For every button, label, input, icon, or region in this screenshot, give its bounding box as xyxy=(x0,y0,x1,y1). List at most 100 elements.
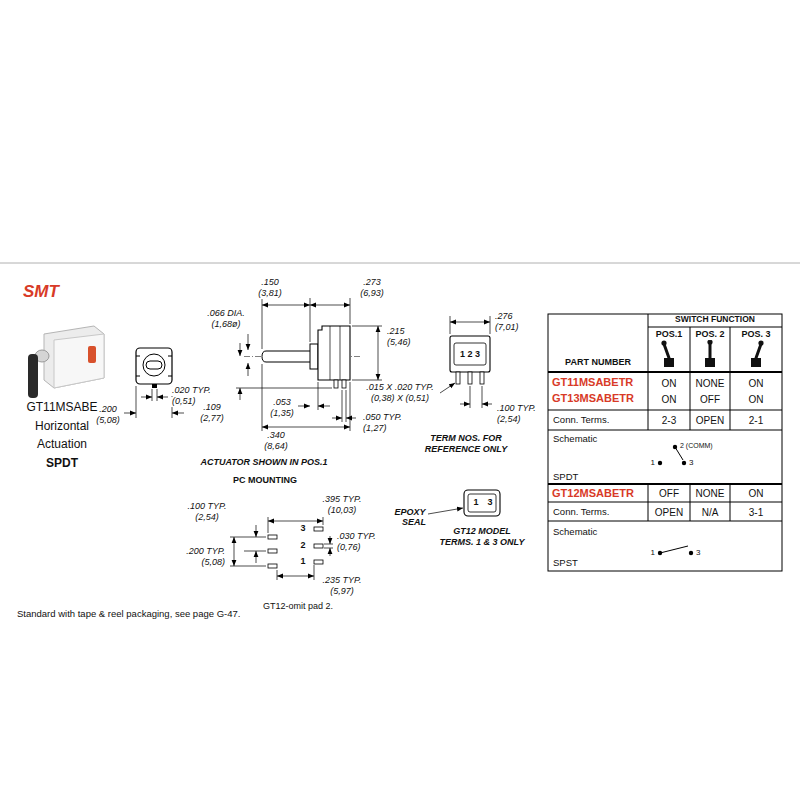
dimension-arrow xyxy=(346,418,356,419)
dimension-line xyxy=(268,521,323,522)
dimension-text: (1,27) xyxy=(362,424,388,434)
dimension-text: (10,03) xyxy=(327,506,358,516)
row-label: Conn. Terms. xyxy=(552,507,610,517)
table-cell: ON xyxy=(661,394,678,405)
toggle-lever xyxy=(709,343,712,358)
dimension-text: .273 xyxy=(362,278,382,288)
table-cell: OPEN xyxy=(695,415,725,426)
terminal-number: 1 xyxy=(472,498,479,508)
section-title: PC MOUNTING xyxy=(232,476,298,486)
dimension-text: .200 xyxy=(98,405,118,415)
toggle-lever xyxy=(756,344,761,358)
toggle-knob xyxy=(758,340,763,345)
housing-recess xyxy=(454,343,486,365)
red-marker xyxy=(88,346,96,363)
note-text: GT12 MODEL xyxy=(452,527,512,537)
pad-number: 3 xyxy=(299,524,306,534)
solder-pad xyxy=(314,527,323,531)
table-cell: 2-1 xyxy=(748,415,764,426)
part-number: GT12MSABETR xyxy=(551,487,635,499)
contact-dot xyxy=(689,551,693,555)
dimension-text: .340 xyxy=(266,431,286,441)
extension-lines xyxy=(230,517,333,580)
table-cell: ON xyxy=(748,378,765,389)
housing-detail xyxy=(330,326,340,380)
dimension-text: .215 xyxy=(386,327,406,337)
dimension-line xyxy=(262,427,350,428)
dimension-arrow xyxy=(240,388,241,400)
footnote: Standard with tape & reel packaging, see… xyxy=(16,609,241,619)
dimension-text: .395 TYP. xyxy=(322,495,363,505)
terminal-pin xyxy=(334,380,338,388)
solder-pad xyxy=(268,564,277,568)
side-view xyxy=(236,298,382,431)
switch-blade xyxy=(660,546,688,553)
toggle-knob xyxy=(661,340,666,345)
model-name: GT11MSABE xyxy=(25,401,98,414)
divider-rule xyxy=(0,263,800,264)
dimension-text: (2,77) xyxy=(199,414,225,424)
terminal-label: 2 (COMM) xyxy=(679,442,714,450)
toggle-knob xyxy=(707,339,712,344)
table-cell: NONE xyxy=(695,488,726,499)
table-cell: ON xyxy=(748,394,765,405)
dimension-arrow xyxy=(141,397,152,398)
note-text: TERM NOS. FOR xyxy=(429,434,503,444)
table-header: POS. 3 xyxy=(740,330,771,340)
terminal-pin xyxy=(480,372,484,384)
terminal-label: 1 xyxy=(650,549,656,558)
table-cell: 3-1 xyxy=(748,507,764,518)
solder-pad xyxy=(314,544,323,548)
product-tag: SMT xyxy=(22,283,60,302)
row-label: SPDT xyxy=(552,472,579,482)
row-label: Schematic xyxy=(552,527,598,537)
terminal-label: 3 xyxy=(695,549,701,558)
table-grid xyxy=(548,314,782,521)
table-header: SWITCH FUNCTION xyxy=(674,315,756,324)
callout-text: EPOXY xyxy=(393,508,426,518)
table-rule xyxy=(548,372,782,484)
dimension-text: .100 TYP. xyxy=(187,502,228,512)
dimension-text: .050 TYP. xyxy=(362,413,403,423)
note-text: ACTUATOR SHOWN IN POS.1 xyxy=(199,458,328,468)
actuator-lever xyxy=(28,354,38,398)
switch-photo xyxy=(28,326,104,398)
dimension-arrow xyxy=(172,413,184,414)
dimension-text: .100 TYP. xyxy=(496,404,537,414)
part-number: GT13MSABETR xyxy=(551,392,635,404)
dimension-text: (1,68ø) xyxy=(210,320,241,330)
terminal-view xyxy=(440,316,492,408)
terminal-pin xyxy=(342,380,346,388)
housing-tabs xyxy=(136,356,172,376)
terminal-pin xyxy=(152,384,157,388)
dimension-text: (5,08) xyxy=(95,416,121,426)
dimension-text: (3,81) xyxy=(257,289,283,299)
table-cell: NONE xyxy=(695,378,726,389)
table-cell: OPEN xyxy=(654,507,684,518)
dimension-arrow xyxy=(298,406,310,407)
table-cell: OFF xyxy=(658,488,680,499)
dimension-line xyxy=(450,322,490,323)
bushing-circle xyxy=(143,354,165,376)
dimension-text: .066 DIA. xyxy=(206,309,246,319)
dimension-text: .053 xyxy=(272,398,292,408)
dimension-text: (5,46) xyxy=(386,338,412,348)
terminal-label: 3 xyxy=(688,459,694,468)
terminal-label: 1 xyxy=(650,459,656,468)
note-text: TERMS. 1 & 3 ONLY xyxy=(439,538,526,548)
dimension-text: (5,08) xyxy=(200,558,226,568)
solder-pad xyxy=(268,535,277,539)
dimension-text: (1,35) xyxy=(269,409,295,419)
pad-layout xyxy=(230,517,333,580)
dimension-line xyxy=(277,576,314,577)
dimension-arrow xyxy=(240,343,241,356)
terminal-number: 1 2 3 xyxy=(459,350,481,360)
dimension-arrow xyxy=(157,397,168,398)
actuator-lever xyxy=(262,351,316,362)
solder-pad xyxy=(314,560,323,564)
part-number: GT11MSABETR xyxy=(551,376,634,388)
dimension-arrow xyxy=(318,406,330,407)
table-cell: ON xyxy=(661,378,678,389)
table-header: POS. 2 xyxy=(694,330,725,340)
